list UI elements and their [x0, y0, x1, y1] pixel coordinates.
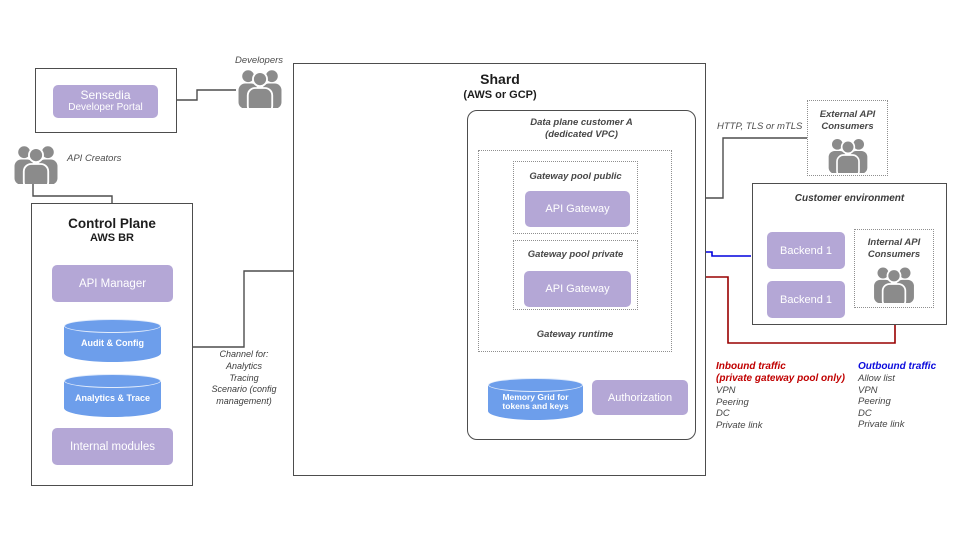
external-consumers-people-icon: [826, 137, 870, 173]
inbound-item: Peering: [716, 396, 749, 408]
api-creators-people-icon: [12, 144, 60, 184]
inbound-item: Private link: [716, 419, 763, 431]
internal-consumers-people-icon: [872, 265, 916, 303]
developers-label: Developers: [234, 55, 284, 66]
inbound-title-line1: Inbound traffic: [716, 361, 786, 372]
outbound-traffic-annotation: Outbound traffic Allow list VPN Peering …: [858, 361, 948, 431]
customer-environment-box: Customer environment Backend 1 Backend 1…: [752, 183, 947, 325]
gateway-runtime-label: Gateway runtime: [536, 329, 614, 340]
gateway-pool-public-box: [513, 161, 638, 234]
shard-title: Shard: [480, 71, 520, 87]
internal-consumers-box: Internal API Consumers: [854, 229, 934, 308]
internal-consumers-label: Internal API Consumers: [855, 237, 933, 260]
connector-controlplane-shard: [192, 270, 293, 348]
connector-apicreators-controlplane: [32, 183, 113, 204]
channel-line: Analytics: [225, 360, 262, 371]
data-plane-title: Data plane customer A: [530, 117, 633, 128]
shard-subtitle: (AWS or GCP): [463, 89, 537, 101]
channel-line: Tracing: [229, 372, 259, 383]
memory-grid-cylinder: Memory Grid for tokens and keys: [488, 378, 583, 420]
external-consumers-box: External API Consumers: [807, 100, 888, 176]
gateway-pool-public-label: Gateway pool public: [529, 171, 622, 182]
api-gateway-public-box: API Gateway: [525, 191, 630, 227]
customer-environment-title: Customer environment: [794, 193, 905, 204]
outbound-item: Private link: [858, 419, 905, 431]
outbound-item: Allow list: [858, 373, 895, 384]
analytics-trace-cylinder: Analytics & Trace: [64, 374, 161, 417]
audit-config-cylinder: Audit & Config: [64, 319, 161, 362]
external-consumers-line1: External API: [819, 109, 876, 120]
backend-1b-box: Backend 1: [767, 281, 845, 318]
channel-annotation: Channel for: Analytics Tracing Scenario …: [184, 349, 304, 408]
outbound-item: DC: [858, 407, 872, 419]
memory-grid-line2: tokens and keys: [502, 401, 569, 411]
analytics-trace-label: Analytics & Trace: [74, 393, 151, 404]
gateway-pool-private-box: [513, 240, 638, 310]
cylinder-top: [64, 374, 161, 388]
internal-consumers-line2: Consumers: [867, 248, 921, 260]
gateway-pool-private-label: Gateway pool private: [527, 249, 624, 260]
channel-line: management): [216, 396, 272, 407]
channel-line: Channel for:: [219, 349, 269, 359]
cylinder-top: [488, 378, 583, 392]
outbound-item: Peering: [858, 396, 891, 408]
memory-grid-label: Memory Grid for tokens and keys: [488, 384, 583, 420]
outbound-title: Outbound traffic: [858, 361, 937, 372]
inbound-traffic-annotation: Inbound traffic (private gateway pool on…: [716, 361, 866, 431]
backend-1a-box: Backend 1: [767, 232, 845, 269]
http-tls-label: HTTP, TLS or mTLS: [717, 121, 803, 132]
inbound-item: DC: [716, 408, 730, 420]
external-consumers-line2: Consumers: [821, 120, 874, 132]
portal-subname: Developer Portal: [68, 102, 143, 113]
gateway-runtime-box: [478, 150, 672, 352]
audit-config-label: Audit & Config: [81, 338, 144, 349]
api-creators-label: API Creators: [67, 153, 122, 164]
internal-consumers-line1: Internal API: [867, 237, 921, 248]
memory-grid-line1: Memory Grid for: [502, 391, 569, 402]
outbound-item: VPN: [858, 384, 878, 396]
data-plane-subtitle: (dedicated VPC): [545, 129, 618, 140]
inbound-title-line2: (private gateway pool only): [716, 373, 845, 384]
authorization-box: Authorization: [592, 380, 688, 415]
developer-portal-container: Sensedia Developer Portal: [35, 68, 177, 133]
control-plane-title: Control Plane: [68, 216, 156, 231]
developers-people-icon: [236, 68, 284, 108]
external-consumers-label: External API Consumers: [808, 109, 887, 132]
cp-internal-modules-box: Internal modules: [52, 428, 173, 465]
cylinder-top: [64, 319, 161, 333]
api-gateway-private-box: API Gateway: [524, 271, 631, 307]
channel-line: Scenario (config: [211, 384, 277, 395]
developer-portal-box: Sensedia Developer Portal: [53, 85, 158, 118]
portal-name: Sensedia: [80, 88, 131, 102]
inbound-item: VPN: [716, 385, 736, 396]
control-plane-subtitle: AWS BR: [90, 232, 134, 244]
control-plane-box: Control Plane AWS BR API Manager Audit &…: [31, 203, 193, 486]
api-manager-box: API Manager: [52, 265, 173, 302]
